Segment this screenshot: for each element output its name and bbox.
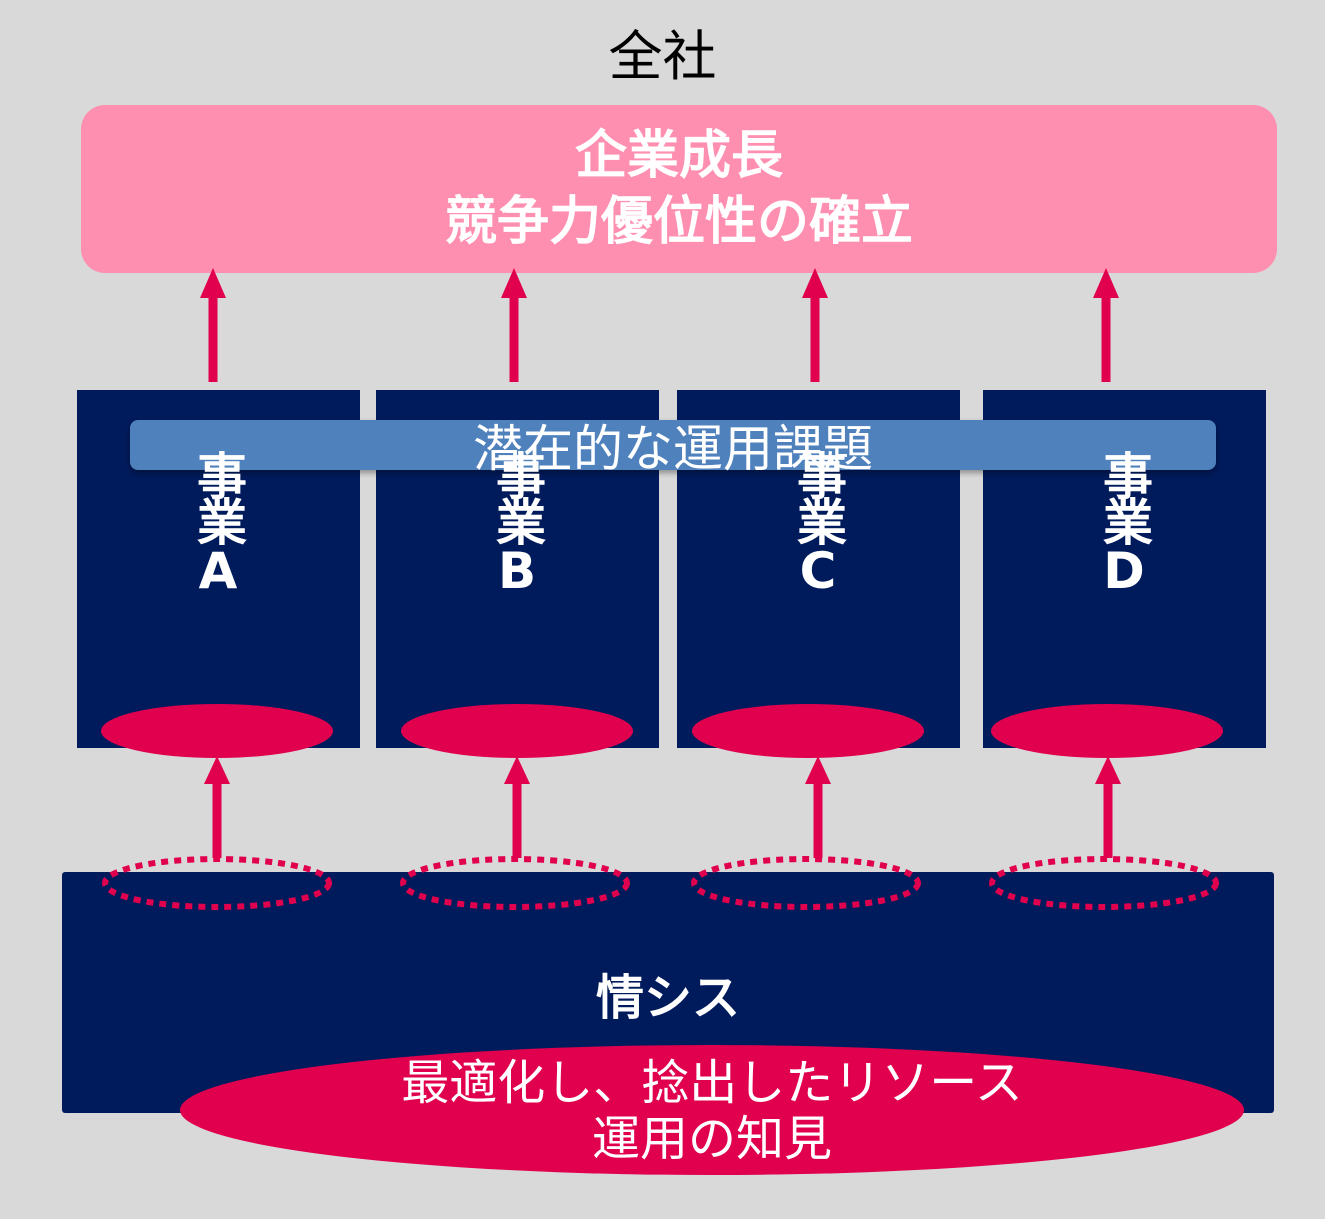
is-resource-text: 最適化し、捻出したリソース 運用の知見 xyxy=(180,1055,1244,1167)
business-c-resource-ellipse xyxy=(692,704,924,758)
business-label-c: 事業C xyxy=(788,450,848,596)
is-allocation-ellipse-b xyxy=(400,856,630,910)
business-label-c-text: 事業C xyxy=(789,450,847,596)
goal-line-2: 競争力優位性の確立 xyxy=(444,192,913,252)
page-title: 全社 xyxy=(608,25,717,88)
arrow-is-to-business-a xyxy=(204,756,230,858)
is-resource-line-1: 最適化し、捻出したリソース xyxy=(401,1055,1023,1111)
is-allocation-ellipse-c xyxy=(691,856,921,910)
is-allocation-ellipse-d xyxy=(989,856,1219,910)
business-a-resource-ellipse xyxy=(101,704,333,758)
arrow-business-a-to-goal xyxy=(200,268,226,382)
business-label-d: 事業D xyxy=(1094,450,1154,596)
business-label-b: 事業B xyxy=(487,450,547,596)
business-d-resource-ellipse xyxy=(991,704,1223,758)
arrow-is-to-business-b xyxy=(504,756,530,858)
is-allocation-ellipse-a xyxy=(102,856,332,910)
latent-issue-label: 潜在的な運用課題 xyxy=(473,420,873,478)
business-b-resource-ellipse xyxy=(401,704,633,758)
goal-line-1: 企業成長 xyxy=(574,126,783,186)
business-label-d-text: 事業D xyxy=(1095,450,1153,596)
arrow-business-b-to-goal xyxy=(501,268,527,382)
latent-issue-bar xyxy=(130,420,1216,470)
goal-box: 企業成長 競争力優位性の確立 xyxy=(81,105,1277,273)
is-resource-ellipse xyxy=(180,1045,1244,1175)
arrow-business-c-to-goal xyxy=(802,268,828,382)
is-resource-line-2: 運用の知見 xyxy=(591,1111,832,1167)
arrow-is-to-business-c xyxy=(805,756,831,858)
business-label-a-text: 事業A xyxy=(189,450,247,596)
business-label-a: 事業A xyxy=(188,450,248,596)
arrow-business-d-to-goal xyxy=(1093,268,1119,382)
is-department-label: 情シス xyxy=(595,970,740,1026)
arrow-is-to-business-d xyxy=(1095,756,1121,858)
business-label-b-text: 事業B xyxy=(488,450,546,596)
